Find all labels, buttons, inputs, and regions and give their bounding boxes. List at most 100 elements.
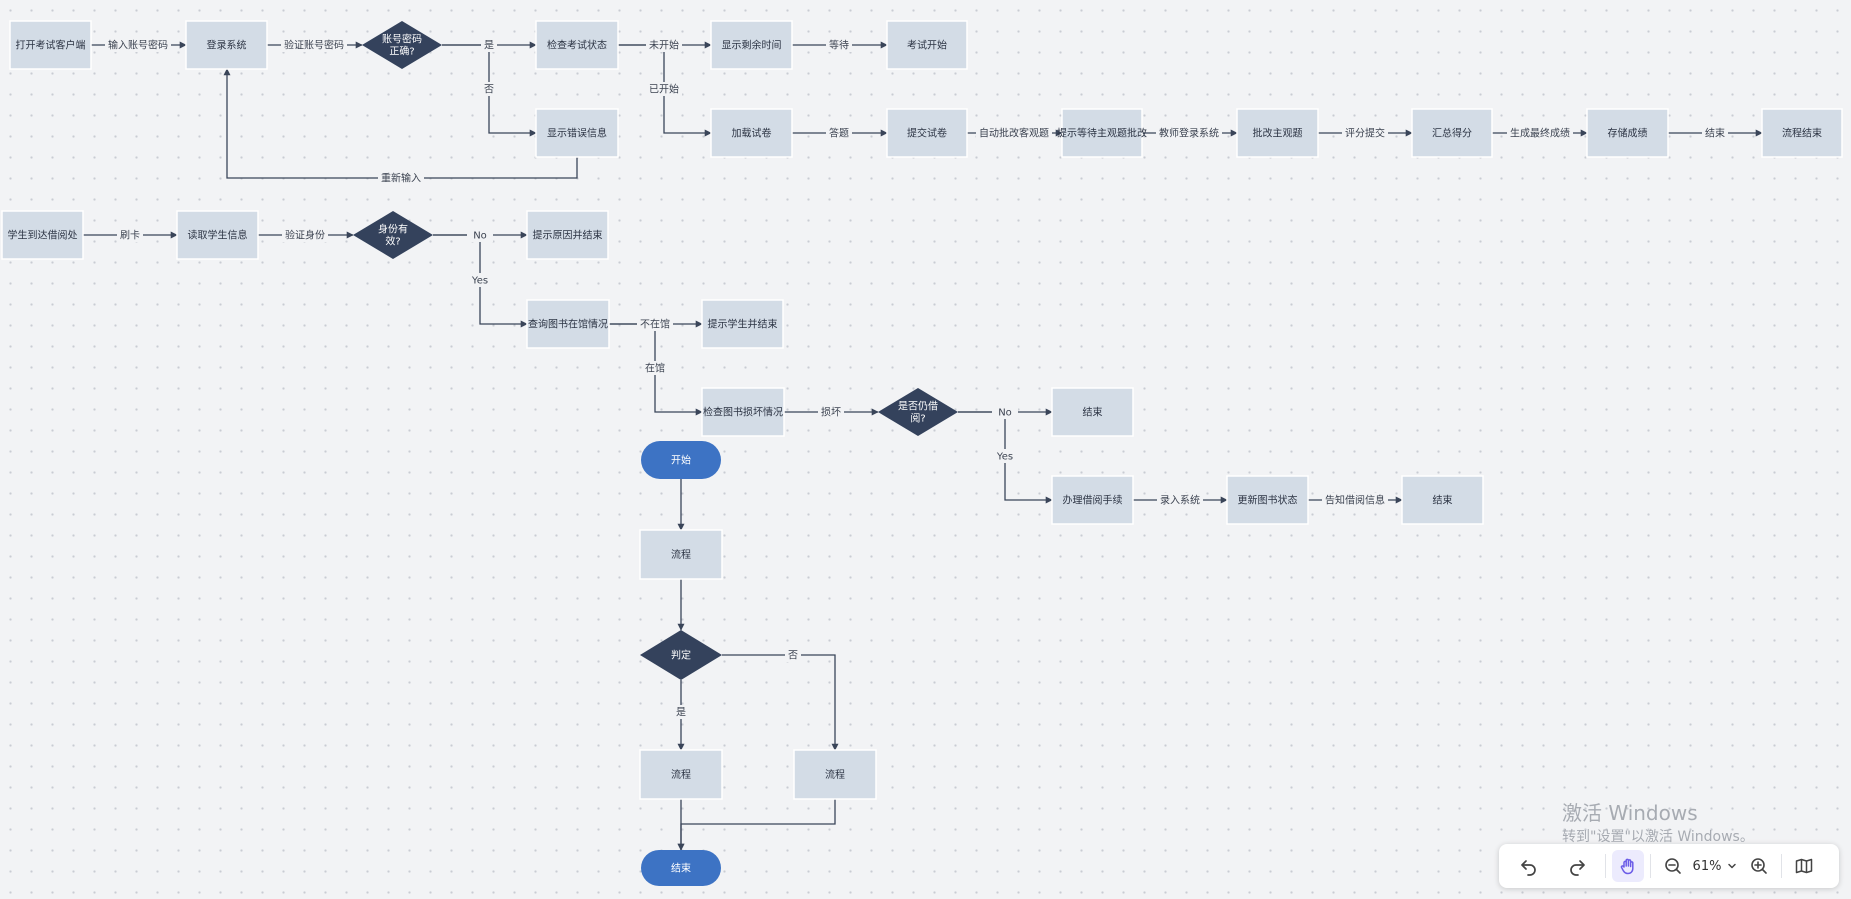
- edge-label-text: 已开始: [649, 83, 679, 96]
- node-shape: [701, 299, 784, 349]
- node-diamond[interactable]: 身份有效?: [353, 211, 433, 259]
- edge-label: Yes: [462, 273, 498, 287]
- node-shape: [639, 749, 723, 800]
- node-rect[interactable]: 提示等待主观题批改: [1057, 108, 1147, 158]
- node-shape: [710, 20, 793, 70]
- zoom-level[interactable]: 61%: [1692, 858, 1722, 874]
- node-rect[interactable]: 批改主观题: [1236, 108, 1319, 158]
- node-rect[interactable]: 流程结束: [1761, 108, 1843, 158]
- edge-label-bg: [646, 82, 682, 96]
- node-pill[interactable]: 开始: [641, 441, 721, 479]
- edge-s5-s6[interactable]: [677, 799, 836, 851]
- zoom-out-icon: [1665, 858, 1681, 874]
- node-shape: [640, 630, 722, 680]
- node-rect[interactable]: 更新图书状态: [1226, 475, 1309, 525]
- edge-label-text: 未开始: [649, 39, 679, 52]
- edge-label: 否: [785, 648, 801, 662]
- node-diamond[interactable]: 判定: [640, 630, 722, 680]
- node-rect[interactable]: 提交试卷: [886, 108, 968, 158]
- edge-label-bg: [481, 38, 497, 52]
- edge-label-bg: [462, 273, 498, 287]
- zoom-dropdown[interactable]: [1725, 860, 1739, 872]
- node-rect[interactable]: 读取学生信息: [176, 210, 259, 260]
- edge-label-text: Yes: [996, 452, 1013, 463]
- node-rect[interactable]: 办理借阅手续: [1051, 475, 1134, 525]
- node-label: 更新图书状态: [1238, 494, 1298, 507]
- node-shape: [886, 108, 968, 158]
- node-label: 判定: [671, 649, 691, 662]
- node-label-line: 结束: [671, 862, 691, 875]
- edge-label-text: 生成最终成绩: [1510, 127, 1570, 140]
- zoom-in-button[interactable]: [1743, 850, 1775, 882]
- node-shape: [526, 210, 609, 260]
- node-shape: [1, 210, 84, 260]
- node-shape: [535, 20, 619, 70]
- node-label-line: 显示剩余时间: [722, 39, 782, 52]
- node-pill[interactable]: 结束: [641, 850, 721, 886]
- node-label-line: 办理借阅手续: [1063, 494, 1123, 507]
- node-diamond[interactable]: 是否仍借阅?: [878, 388, 958, 436]
- node-label-line: 开始: [671, 454, 691, 467]
- node-rect[interactable]: 登录系统: [185, 20, 268, 70]
- edge-label-bg: [281, 38, 347, 52]
- edge-label: 不在馆: [637, 317, 673, 331]
- edge-s3-s5[interactable]: [722, 654, 839, 751]
- undo-button[interactable]: [1513, 850, 1545, 882]
- edge-n7-n2[interactable]: [223, 68, 578, 179]
- node-label-line: 登录系统: [207, 39, 247, 52]
- watermark-title: 激活 Windows: [1562, 801, 1698, 825]
- edge-label-bg: [467, 228, 493, 242]
- node-rect[interactable]: 提示原因并结束: [526, 210, 609, 260]
- node-rect[interactable]: 提示学生并结束: [701, 299, 784, 349]
- node-shape: [1051, 387, 1134, 437]
- node-rect[interactable]: 加载试卷: [710, 108, 793, 158]
- edge-label: No: [992, 405, 1018, 419]
- zoom-out-button[interactable]: [1657, 850, 1689, 882]
- edge-label: 答题: [826, 126, 852, 140]
- node-rect[interactable]: 流程: [639, 529, 723, 580]
- hand-tool-button[interactable]: [1612, 850, 1644, 882]
- node-rect[interactable]: 检查图书损坏情况: [701, 387, 785, 437]
- node-label: 检查考试状态: [547, 39, 607, 52]
- node-rect[interactable]: 显示剩余时间: [710, 20, 793, 70]
- node-label-line: 存储成绩: [1608, 127, 1648, 140]
- node-label: 结束: [1433, 494, 1453, 507]
- node-rect[interactable]: 汇总得分: [1411, 108, 1493, 158]
- edge-label: 验证账号密码: [281, 38, 347, 52]
- node-rect[interactable]: 流程: [793, 749, 877, 800]
- edge-label-bg: [826, 126, 852, 140]
- edge-label-text: Yes: [471, 276, 488, 287]
- node-rect[interactable]: 存储成绩: [1586, 108, 1669, 158]
- node-rect[interactable]: 考试开始: [886, 20, 968, 70]
- node-shape: [701, 387, 785, 437]
- minimap-button[interactable]: [1788, 850, 1820, 882]
- node-rect[interactable]: 查询图书在馆情况: [526, 299, 610, 349]
- edge-label-text: 评分提交: [1345, 127, 1385, 140]
- node-rect[interactable]: 结束: [1401, 475, 1484, 525]
- edge-label-text: 是: [676, 707, 686, 719]
- node-shape: [1236, 108, 1319, 158]
- node-shape: [710, 108, 793, 158]
- node-label: 显示错误信息: [547, 127, 607, 140]
- node-rect[interactable]: 打开考试客户端: [9, 20, 92, 70]
- redo-button[interactable]: [1561, 850, 1593, 882]
- node-diamond[interactable]: 账号密码正确?: [362, 21, 442, 69]
- edge-label-bg: [282, 228, 328, 242]
- node-label-line: 正确?: [389, 45, 414, 58]
- edge-label-text: 输入账号密码: [108, 39, 168, 52]
- edge-label: Yes: [987, 449, 1023, 463]
- node-rect[interactable]: 结束: [1051, 387, 1134, 437]
- edge-label-bg: [1322, 493, 1388, 507]
- edge-label-text: 结束: [1705, 127, 1725, 140]
- node-label: 打开考试客户端: [16, 39, 86, 52]
- node-rect[interactable]: 学生到达借阅处: [1, 210, 84, 260]
- node-rect[interactable]: 显示错误信息: [535, 108, 619, 158]
- node-rect[interactable]: 流程: [639, 749, 723, 800]
- edge-label-bg: [976, 126, 1052, 140]
- node-rect[interactable]: 检查考试状态: [535, 20, 619, 70]
- windows-activation-watermark: 激活 Windows 转到"设置"以激活 Windows。: [1562, 800, 1754, 846]
- edge-label-bg: [637, 317, 673, 331]
- node-label-line: 显示错误信息: [547, 127, 607, 140]
- node-shape: [639, 529, 723, 580]
